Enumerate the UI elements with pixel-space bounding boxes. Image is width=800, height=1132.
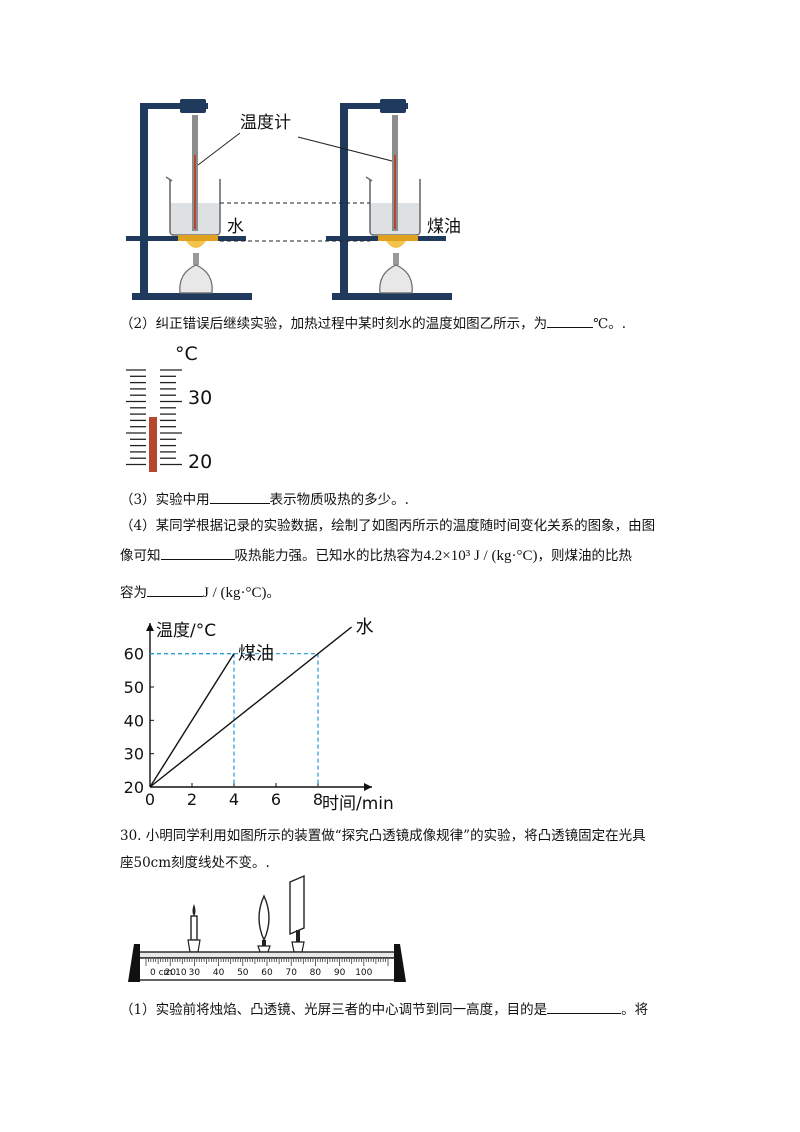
question-3: （3）实验中用 表示物质吸热的多少。. bbox=[120, 489, 409, 510]
answer-blank-q4b[interactable] bbox=[147, 582, 203, 597]
question-4-text-6: 。 bbox=[266, 585, 281, 601]
x-tick-label: 8 bbox=[313, 790, 323, 809]
bench-scale-label: 40 bbox=[213, 968, 225, 978]
y-tick-label: 40 bbox=[124, 711, 144, 730]
bench-scale-label: 50 bbox=[237, 968, 249, 978]
convex-lens bbox=[257, 894, 271, 953]
question-2: （2）纠正错误后继续实验，加热过程中某时刻水的温度如图乙所示，为 ℃。. bbox=[120, 313, 626, 334]
leader-right bbox=[297, 136, 393, 162]
question-4-line2: 像可知 吸热能力强。已知水的比热容为4.2×10³ J / (kg·°C)，则煤油… bbox=[120, 545, 632, 566]
bench-scale-label: 90 bbox=[334, 968, 346, 978]
thermometer-unit: °C bbox=[175, 343, 198, 365]
question-3-suffix: 表示物质吸热的多少。. bbox=[269, 492, 409, 508]
bench-scale-label: 20 bbox=[164, 968, 176, 978]
left-beaker bbox=[165, 115, 221, 241]
question-30-text-2: 座50cm刻度线处不变。. bbox=[120, 855, 270, 871]
right-alcohol-lamp bbox=[379, 241, 413, 294]
bench-rail bbox=[128, 944, 406, 982]
bench-scale-label: 70 bbox=[285, 968, 297, 978]
bench-scale-label: 80 bbox=[310, 968, 322, 978]
thermometer-liquid bbox=[149, 417, 157, 472]
question-4-line1: （4）某同学根据记录的实验数据，绘制了如图丙所示的温度随时间变化关系的图象，由图 bbox=[120, 516, 655, 536]
x-tick-label: 6 bbox=[271, 790, 281, 809]
thermometer-label: 温度计 bbox=[240, 113, 291, 133]
thermometer-scale bbox=[126, 369, 182, 466]
series-line bbox=[149, 626, 353, 788]
x-tick-label: 4 bbox=[229, 790, 239, 809]
x-tick-label: 0 bbox=[145, 790, 155, 809]
question-4-text-4: ，则煤油的比热 bbox=[537, 548, 632, 564]
x-axis-title: 时间/min bbox=[322, 794, 394, 812]
thermometer-figure: °C 30 20 bbox=[126, 343, 212, 473]
specific-heat-unit: J / (kg·°C) bbox=[203, 585, 267, 601]
kerosene-label: 煤油 bbox=[427, 217, 461, 237]
x-axis-arrow bbox=[364, 783, 372, 791]
answer-blank-q2[interactable] bbox=[547, 313, 594, 328]
question-30-1: （1）实验前将烛焰、凸透镜、光屏三者的中心调节到同一高度，目的是 。将 bbox=[120, 999, 648, 1020]
light-screen bbox=[289, 874, 305, 953]
question-30-line1: 30. 小明同学利用如图所示的装置做“探究凸透镜成像规律”的实验，将凸透镜固定在… bbox=[120, 826, 646, 846]
series-label: 煤油 bbox=[238, 644, 274, 665]
bench-scale-label: 100 bbox=[355, 968, 372, 978]
bench-scale-label: 0 cm 10 bbox=[150, 968, 187, 978]
question-3-text: （3）实验中用 bbox=[120, 492, 210, 508]
question-4-line3: 容为 J / (kg·°C)。 bbox=[120, 582, 280, 603]
question-2-text: （2）纠正错误后继续实验，加热过程中某时刻水的温度如图乙所示，为 bbox=[120, 316, 548, 332]
temperature-time-chart: 0 2 4 6 8 20 30 40 50 60 煤油 水 温度/°C 时间/min bbox=[124, 617, 394, 812]
series-line bbox=[149, 653, 235, 788]
question-30-text-1: 30. 小明同学利用如图所示的装置做“探究凸透镜成像规律”的实验，将凸透镜固定在… bbox=[120, 828, 646, 844]
right-beaker bbox=[365, 115, 421, 241]
y-tick-label: 20 bbox=[124, 778, 144, 797]
y-axis-arrow bbox=[146, 623, 154, 631]
thermometer-mark-30: 30 bbox=[188, 387, 212, 409]
y-tick-label: 60 bbox=[124, 645, 144, 664]
specific-heat-formula: 4.2×10³ J / (kg·°C) bbox=[423, 548, 538, 564]
question-30-1-suffix: 。将 bbox=[621, 1002, 649, 1018]
leader-left bbox=[197, 132, 241, 166]
y-tick-label: 50 bbox=[124, 678, 144, 697]
x-tick-label: 2 bbox=[187, 790, 197, 809]
bench-scale-label: 30 bbox=[189, 968, 201, 978]
bench-scale-label: 60 bbox=[261, 968, 273, 978]
question-4-text-3: 吸热能力强。已知水的比热容为 bbox=[234, 548, 424, 564]
question-4-text-5: 容为 bbox=[120, 585, 147, 601]
answer-blank-q4a[interactable] bbox=[160, 545, 235, 560]
question-4-text-2: 像可知 bbox=[120, 548, 161, 564]
question-30-line2: 座50cm刻度线处不变。. bbox=[120, 853, 270, 873]
question-4-text-1: （4）某同学根据记录的实验数据，绘制了如图丙所示的温度随时间变化关系的图象，由图 bbox=[120, 518, 656, 534]
y-tick-label: 30 bbox=[124, 745, 144, 764]
apparatus-figure: 温度计 水 煤油 bbox=[126, 99, 461, 300]
series-label: 水 bbox=[356, 617, 374, 638]
question-30-1-text: （1）实验前将烛焰、凸透镜、光屏三者的中心调节到同一高度，目的是 bbox=[120, 1002, 548, 1018]
question-2-suffix: ℃。. bbox=[593, 316, 626, 332]
answer-blank-q3[interactable] bbox=[209, 489, 270, 504]
candle bbox=[187, 904, 201, 953]
bench-scale bbox=[145, 959, 389, 966]
left-alcohol-lamp bbox=[179, 241, 213, 294]
thermometer-mark-20: 20 bbox=[188, 451, 212, 473]
answer-blank-q30-1[interactable] bbox=[547, 999, 622, 1014]
water-label: 水 bbox=[227, 217, 244, 237]
y-axis-title: 温度/°C bbox=[156, 621, 216, 641]
